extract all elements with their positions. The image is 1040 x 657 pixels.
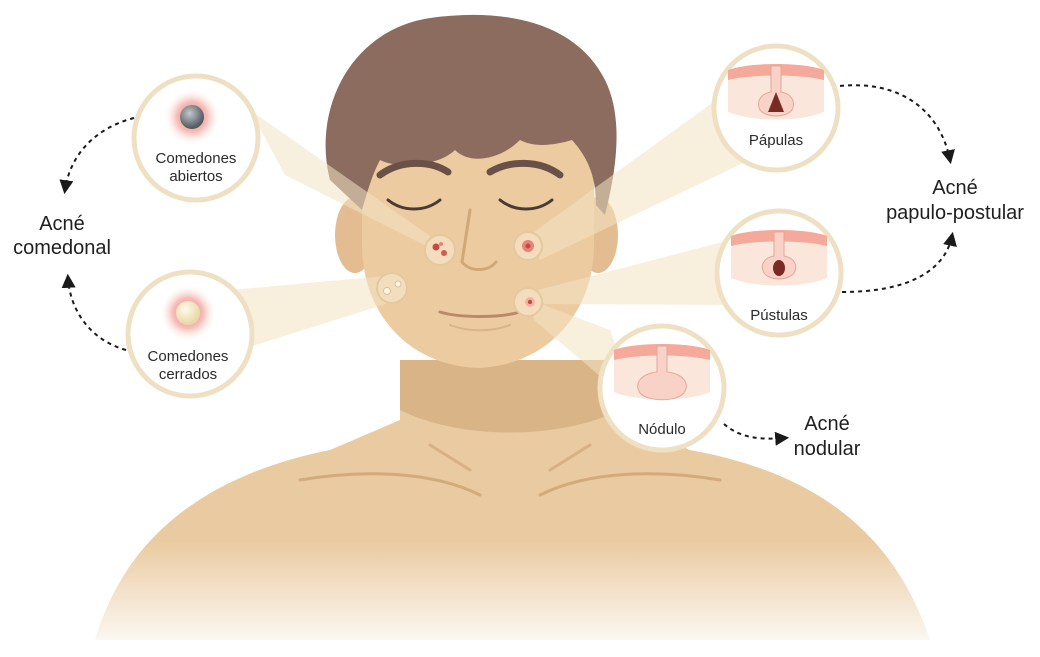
marker-cheek-right <box>514 232 542 260</box>
label-closed-comedones-line1: Comedones <box>148 348 229 365</box>
nodule-skin-icon <box>614 344 710 400</box>
blackhead-icon <box>180 105 204 129</box>
callout-papules: Pápulas <box>714 46 838 170</box>
label-nodule: Nódulo <box>638 421 686 438</box>
label-pustules: Pústulas <box>750 307 808 324</box>
label-papules: Pápulas <box>749 132 803 149</box>
label-papulopustular-line1: Acné <box>932 177 978 199</box>
arrow-nodule-to-nodular <box>724 424 785 439</box>
callout-open-comedones: Comedones abiertos <box>134 76 258 200</box>
label-comedonal-line1: Acné <box>39 213 85 235</box>
label-papulopustular-line2: papulo-postular <box>886 202 1024 224</box>
arrow-papules-to-papulopustular <box>840 85 950 160</box>
callout-closed-comedones: Comedones cerrados <box>128 272 252 396</box>
label-closed-comedones-line2: cerrados <box>159 366 217 383</box>
whitehead-icon <box>176 301 200 325</box>
label-nodular-line2: nodular <box>794 438 861 460</box>
arrow-pustules-to-papulopustular <box>842 236 952 292</box>
beam-closed-comedones <box>230 276 398 350</box>
neck-shadow <box>400 360 620 433</box>
marker-jaw-right <box>514 288 542 316</box>
papule-skin-icon <box>728 64 824 120</box>
callout-pustules: Pústulas <box>717 211 841 335</box>
label-open-comedones-line1: Comedones <box>156 150 237 167</box>
marker-cheek-left <box>425 235 455 265</box>
arrow-open-to-comedonal <box>65 118 134 190</box>
label-nodular-line1: Acné <box>804 413 850 435</box>
type-comedonal: Acné comedonal <box>13 213 111 259</box>
pustule-skin-icon <box>731 230 827 286</box>
label-comedonal-line2: comedonal <box>13 237 111 259</box>
type-nodular: Acné nodular <box>794 413 861 460</box>
type-papulopustular: Acné papulo-postular <box>886 177 1024 224</box>
bottom-fade <box>0 540 1040 657</box>
marker-jaw-left <box>377 273 407 303</box>
arrow-closed-to-comedonal <box>68 278 126 350</box>
label-open-comedones-line2: abiertos <box>169 168 222 185</box>
callout-nodule: Nódulo <box>600 326 724 450</box>
